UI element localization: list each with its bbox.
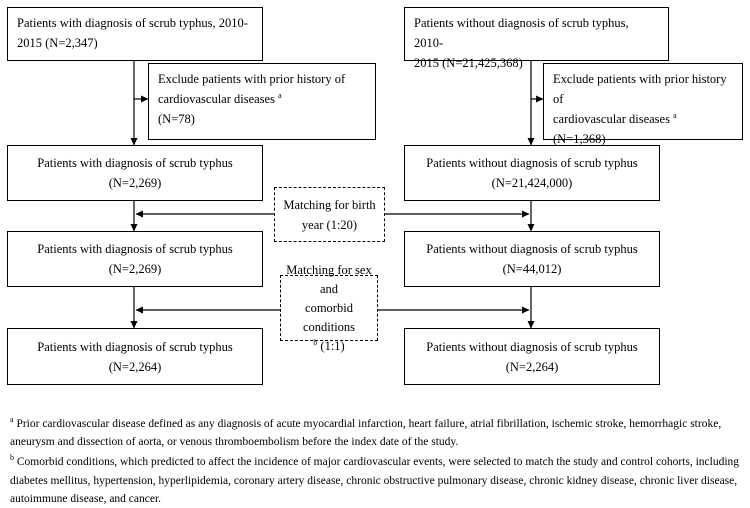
left-step2-count: (N=2,269)	[108, 262, 162, 276]
left-exclude-marker: a	[278, 90, 282, 100]
left-step2-box: Patients with diagnosis of scrub typhus …	[7, 231, 263, 287]
footnote-b-text: Comorbid conditions, which predicted to …	[10, 456, 740, 505]
left-step1-box: Patients with diagnosis of scrub typhus …	[7, 145, 263, 201]
footnote-b-marker: b	[10, 453, 14, 463]
right-exclude-count: (N=1,368)	[553, 132, 606, 146]
footnotes: a Prior cardiovascular disease defined a…	[10, 415, 748, 508]
footnote-b: b Comorbid conditions, which predicted t…	[10, 453, 748, 508]
right-step1-box: Patients without diagnosis of scrub typh…	[404, 145, 660, 201]
left-step2-title: Patients with diagnosis of scrub typhus	[37, 242, 233, 256]
left-final-title: Patients with diagnosis of scrub typhus	[37, 339, 233, 354]
footnote-a: a Prior cardiovascular disease defined a…	[10, 415, 748, 451]
left-top-line1: Patients with diagnosis of scrub typhus,…	[17, 16, 248, 30]
birth-year-matching-box: Matching for birth year (1:20)	[274, 187, 385, 242]
footnote-a-marker: a	[10, 415, 14, 425]
left-exclude-line2: cardiovascular diseases	[158, 92, 275, 106]
sex-match-marker: b	[313, 337, 318, 347]
right-top-line2: 2015 (N=21,425,368)	[414, 56, 523, 70]
left-final-box: Patients with diagnosis of scrub typhus …	[7, 328, 263, 385]
sex-comorbid-matching-box: Matching for sex and comorbid conditions…	[280, 263, 378, 353]
sex-match-line3: (1:1)	[320, 338, 345, 353]
flow-connectors	[130, 61, 544, 329]
left-exclude-count: (N=78)	[158, 112, 195, 126]
right-exclude-marker: a	[673, 110, 677, 120]
left-exclude-line1: Exclude patients with prior history of	[158, 72, 346, 86]
birth-match-line1: Matching for birth	[283, 197, 376, 212]
footnote-a-text: Prior cardiovascular disease defined as …	[10, 418, 722, 449]
left-top-box: Patients with diagnosis of scrub typhus,…	[7, 7, 263, 61]
right-final-box: Patients without diagnosis of scrub typh…	[404, 328, 660, 385]
birth-match-line2: year (1:20)	[301, 217, 358, 232]
left-top-line2: 2015 (N=2,347)	[17, 36, 98, 50]
left-final-count: (N=2,264)	[108, 359, 162, 374]
right-top-box: Patients without diagnosis of scrub typh…	[404, 7, 669, 70]
right-final-title: Patients without diagnosis of scrub typh…	[426, 339, 638, 354]
right-exclude-line1: Exclude patients with prior history of	[553, 72, 727, 106]
right-step2-box: Patients without diagnosis of scrub typh…	[404, 231, 660, 287]
right-step1-title: Patients without diagnosis of scrub typh…	[426, 156, 638, 170]
right-step1-count: (N=21,424,000)	[491, 176, 573, 190]
right-top-line1: Patients without diagnosis of scrub typh…	[414, 16, 629, 50]
right-step2-count: (N=44,012)	[502, 262, 562, 276]
right-step2-title: Patients without diagnosis of scrub typh…	[426, 242, 638, 256]
left-step1-count: (N=2,269)	[108, 176, 162, 190]
right-exclude-box: Exclude patients with prior history of c…	[543, 63, 743, 146]
right-exclude-line2: cardiovascular diseases	[553, 112, 670, 126]
right-final-count: (N=2,264)	[505, 359, 559, 374]
sex-match-line1: Matching for sex and	[286, 262, 372, 296]
left-step1-title: Patients with diagnosis of scrub typhus	[37, 156, 233, 170]
left-exclude-box: Exclude patients with prior history of c…	[148, 63, 376, 140]
sex-match-line2: comorbid conditions	[302, 300, 356, 334]
